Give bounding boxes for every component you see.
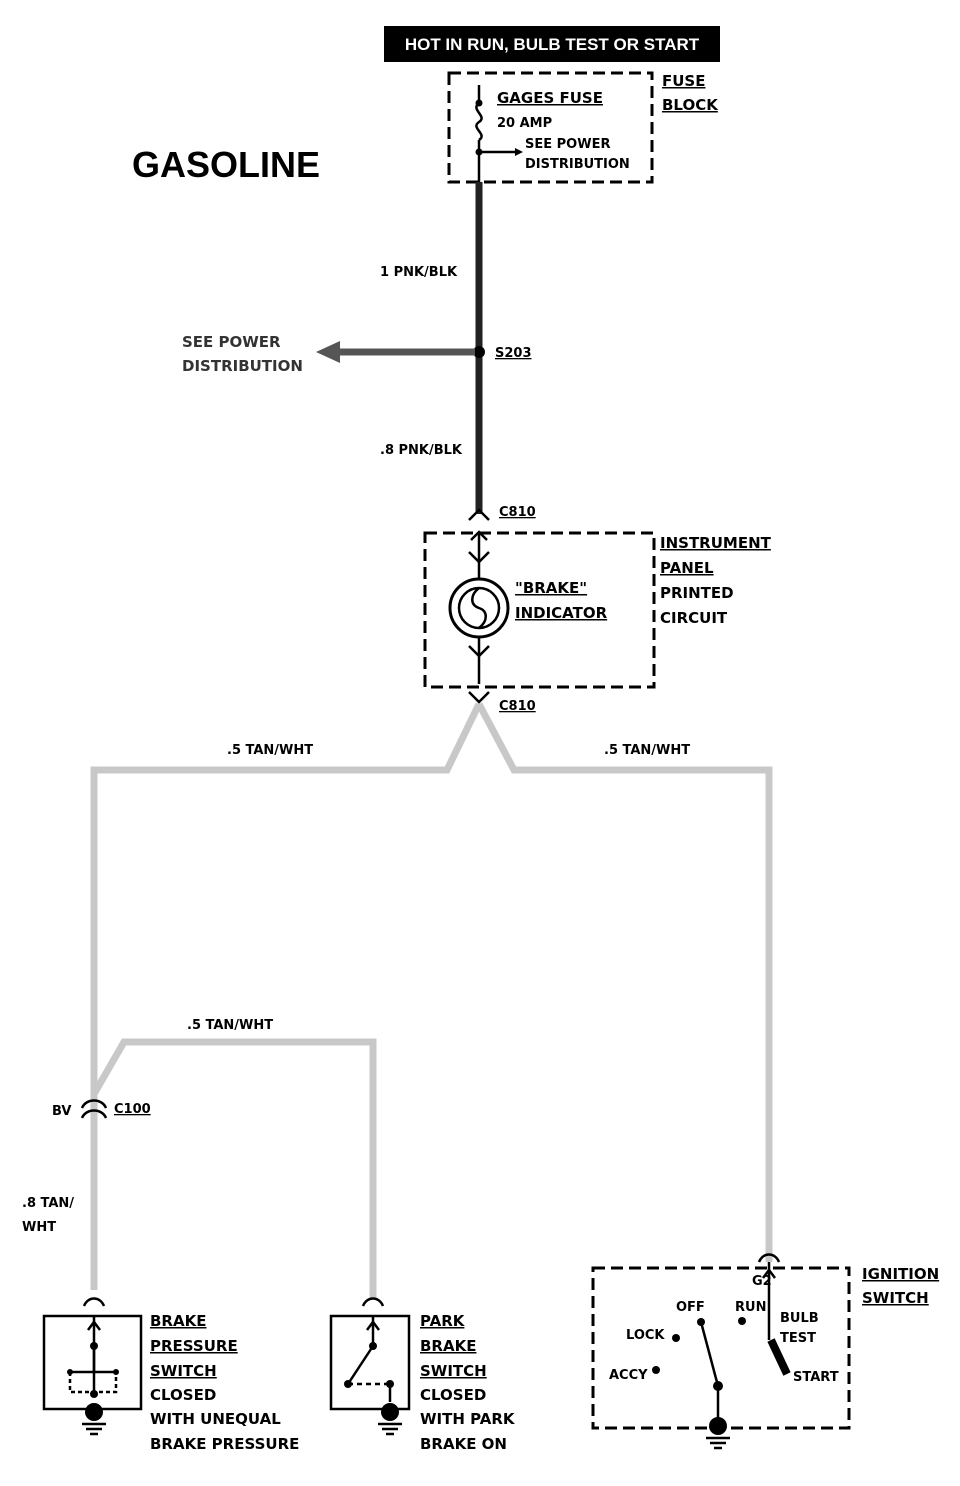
gages-fuse-label: GAGES FUSE xyxy=(497,89,603,107)
brake-pressure-l4: CLOSED xyxy=(150,1386,216,1404)
c810-bottom-connector xyxy=(468,691,490,704)
fuse-rating: 20 AMP xyxy=(497,116,552,131)
brake-pressure-l6: BRAKE PRESSURE xyxy=(150,1435,299,1453)
ignition-off-label: OFF xyxy=(676,1300,705,1315)
wire-label-tan-wht-right: .5 TAN/WHT xyxy=(604,743,690,758)
fuse-ref-1: SEE POWER xyxy=(525,137,610,152)
ignition-bulb-label: BULB xyxy=(780,1311,819,1326)
c100-connector-bottom xyxy=(80,1109,108,1119)
park-brake-l2: BRAKE xyxy=(420,1337,476,1355)
c100-label: C100 xyxy=(114,1102,151,1117)
c810-bottom-label: C810 xyxy=(499,699,536,714)
splice-s203-label: S203 xyxy=(495,346,532,361)
c810-top-label: C810 xyxy=(499,505,536,520)
park-brake-l3: SWITCH xyxy=(420,1362,487,1380)
instrument-panel-l4: CIRCUIT xyxy=(660,609,728,627)
ignition-switch-box xyxy=(591,1266,851,1430)
fuse-block-box xyxy=(447,71,654,184)
brake-indicator-label-2: INDICATOR xyxy=(515,604,608,622)
fuse-icon xyxy=(475,85,523,185)
park-brake-l1: PARK xyxy=(420,1312,466,1330)
ignition-switch-l1: IGNITION xyxy=(862,1265,939,1283)
ignition-lock-label: LOCK xyxy=(626,1328,665,1343)
power-ref-arrow xyxy=(316,341,340,363)
g2-label: G2 xyxy=(752,1274,772,1289)
wire-label-08-pnk-blk: .8 PNK/BLK xyxy=(380,443,463,458)
bv-label: BV xyxy=(52,1104,71,1119)
banner-text: HOT IN RUN, BULB TEST OR START xyxy=(405,35,700,54)
wire-label-08-tan-wht-2: WHT xyxy=(22,1220,56,1235)
brake-indicator-label-1: "BRAKE" xyxy=(515,579,587,597)
park-brake-switch xyxy=(329,1297,411,1436)
wire-label-1-pnk-blk: 1 PNK/BLK xyxy=(380,265,458,280)
park-brake-l5: WITH PARK xyxy=(420,1410,516,1428)
brake-indicator-bulb-icon xyxy=(448,530,510,684)
ignition-test-label: TEST xyxy=(780,1331,816,1346)
wire-label-tan-wht-left: .5 TAN/WHT xyxy=(227,743,313,758)
ignition-switch-l2: SWITCH xyxy=(862,1289,929,1307)
instrument-panel-l1: INSTRUMENT xyxy=(660,534,772,552)
brake-pressure-l1: BRAKE xyxy=(150,1312,206,1330)
instrument-panel-l3: PRINTED xyxy=(660,584,734,602)
brake-pressure-l2: PRESSURE xyxy=(150,1337,238,1355)
splice-s203-dot xyxy=(473,346,485,358)
park-brake-l4: CLOSED xyxy=(420,1386,486,1404)
instrument-panel-l2: PANEL xyxy=(660,559,714,577)
fuse-block-label-2: BLOCK xyxy=(662,96,719,114)
wire-label-tan-wht-park: .5 TAN/WHT xyxy=(187,1018,273,1033)
ignition-accy-label: ACCY xyxy=(609,1368,648,1383)
wire-label-08-tan-wht-1: .8 TAN/ xyxy=(22,1196,74,1211)
fuse-block-label-1: FUSE xyxy=(662,72,705,90)
fuse-ref-2: DISTRIBUTION xyxy=(525,157,630,172)
ignition-switch-contacts xyxy=(652,1253,791,1450)
page-title: GASOLINE xyxy=(132,144,320,185)
ignition-start-label: START xyxy=(793,1370,839,1385)
power-ref-2: DISTRIBUTION xyxy=(182,357,303,375)
brake-pressure-switch xyxy=(42,1297,143,1436)
instrument-panel-box xyxy=(423,531,656,689)
brake-pressure-l5: WITH UNEQUAL xyxy=(150,1410,281,1428)
c810-top-connector xyxy=(468,508,490,521)
banner-box xyxy=(384,26,720,62)
c100-connector-top xyxy=(80,1099,108,1109)
power-ref-1: SEE POWER xyxy=(182,333,281,351)
ignition-run-label: RUN xyxy=(735,1300,766,1315)
tan-wht-wires xyxy=(90,702,773,1298)
brake-pressure-l3: SWITCH xyxy=(150,1362,217,1380)
park-brake-l6: BRAKE ON xyxy=(420,1435,507,1453)
